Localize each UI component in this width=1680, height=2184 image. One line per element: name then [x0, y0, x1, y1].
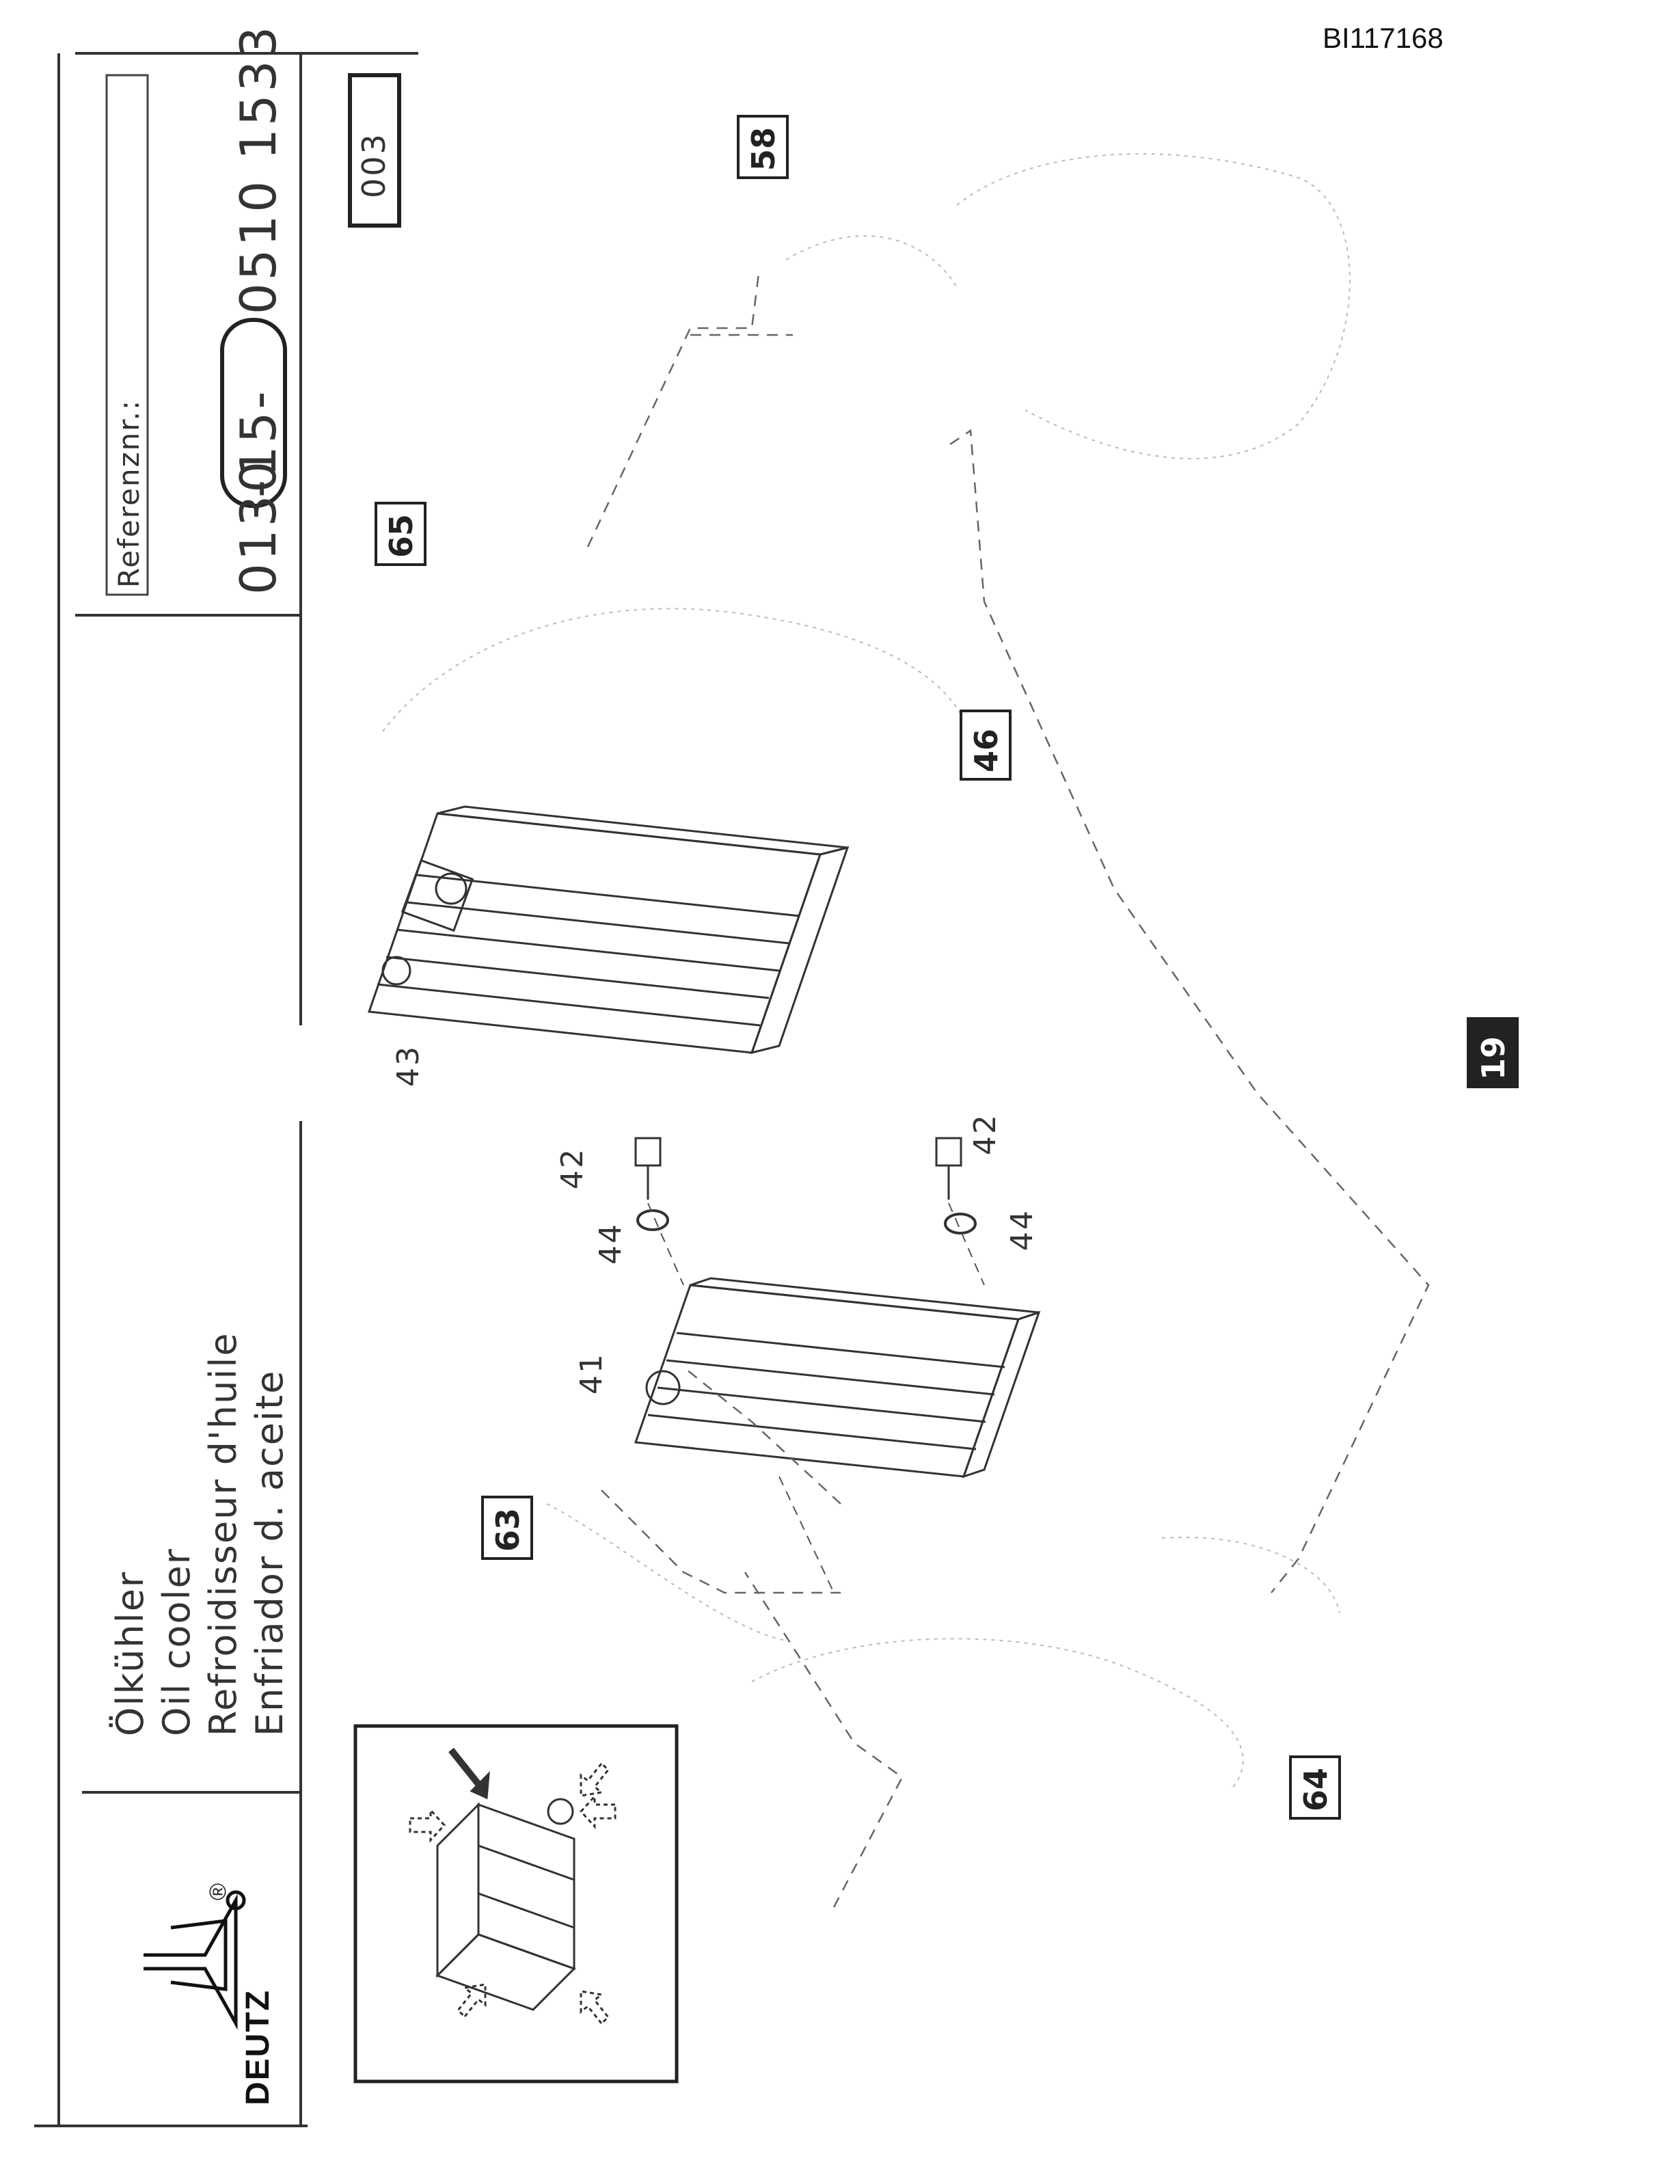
callout-58[interactable]: 58 [745, 126, 782, 171]
callout-64[interactable]: 64 [1297, 1767, 1334, 1811]
oil-cooler-icon-43 [367, 805, 850, 1055]
part-42-top: 42 [555, 1147, 590, 1189]
oil-cooler-icon-41 [634, 1277, 1041, 1479]
title-block-frame [34, 52, 418, 2127]
document-id: BI117168 [1323, 22, 1444, 54]
dashed-outline [586, 273, 1430, 1908]
title-fr: Refroidisseur d'huile [202, 1332, 245, 1736]
registered-mark: ® [205, 1883, 231, 1900]
reference-box [105, 74, 149, 596]
callout-boxes [375, 115, 1519, 1820]
title-es: Enfriador d. aceite [248, 1369, 291, 1736]
title-en: Oil cooler [155, 1548, 198, 1736]
page-number: 003 [355, 132, 392, 198]
leader-lines [647, 1202, 985, 1593]
part-43: 43 [391, 1044, 426, 1087]
callout-63[interactable]: 63 [489, 1507, 526, 1552]
washer-icon [636, 1209, 977, 1235]
deutz-logo-icon [144, 1890, 246, 2030]
faint-engine-sketch [382, 153, 1351, 1792]
callout-46[interactable]: 46 [968, 728, 1005, 772]
engine-location-icon [409, 1747, 617, 2025]
reference-suffix: 0510 1533 [230, 23, 287, 314]
callout-19[interactable]: 19 [1475, 1036, 1512, 1080]
engine-location-box [353, 1724, 679, 2084]
part-42-bottom: 42 [968, 1113, 1003, 1155]
part-44-bottom: 44 [1005, 1209, 1040, 1251]
reference-label: Referenznr.: [112, 399, 146, 588]
brand-name: DEUTZ [240, 1989, 276, 2105]
group-oval [220, 318, 287, 508]
part-44-top: 44 [593, 1222, 628, 1265]
callout-65[interactable]: 65 [383, 513, 420, 558]
bolt-icon [634, 1137, 962, 1200]
title-de: Ölkühler [109, 1571, 152, 1736]
part-41: 41 [574, 1352, 609, 1394]
page-number-box [348, 73, 401, 228]
reference-group: -15- [230, 388, 287, 498]
